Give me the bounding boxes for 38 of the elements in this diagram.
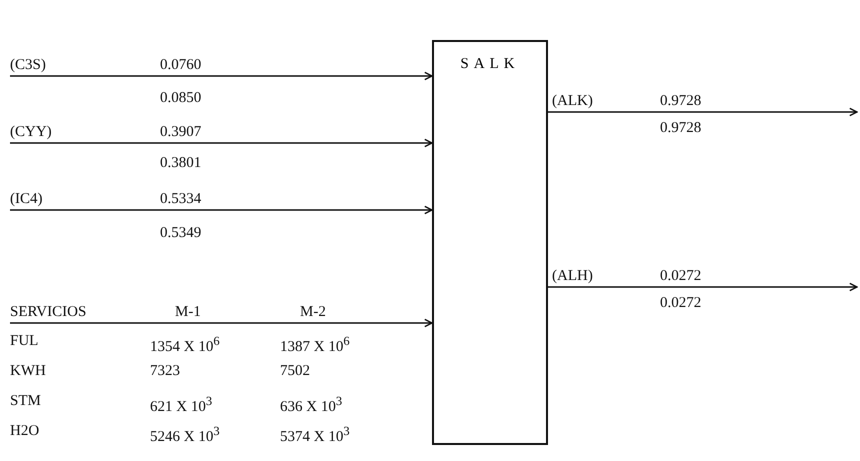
stream-label: (C3S): [10, 57, 46, 76]
stream-label: (CYY): [10, 124, 52, 143]
table-cell: 636 X 10$^{3}$: [280, 393, 342, 416]
table-cell: H2O: [10, 423, 40, 440]
unit-name: SALK: [459, 56, 521, 73]
stream-value: 0.3801: [160, 155, 202, 172]
table-cell: FUL: [10, 333, 38, 350]
table-cell: KWH: [10, 363, 46, 380]
table-cell: 1387 X 10$^{6}$: [280, 333, 350, 356]
table-cell: 621 X 10$^{3}$: [150, 393, 212, 416]
stream-value: (ALH): [552, 268, 593, 285]
stream-value: 0.9728: [660, 120, 702, 137]
table-cell: STM: [10, 393, 41, 410]
table-cell: 7502: [280, 363, 310, 380]
stream-value: 0.3907: [160, 124, 202, 141]
arrow: [548, 108, 858, 116]
table-cell: M-2: [300, 304, 326, 321]
stream-label: SERVICIOS: [10, 304, 86, 323]
arrow: [10, 138, 433, 148]
stream-value: 0.0760: [160, 57, 202, 74]
stream-value: 0.0850: [160, 90, 202, 107]
stream-value: 0.5349: [160, 225, 202, 242]
stream-value: 0.0272: [660, 295, 702, 312]
table-cell: 7323: [150, 363, 180, 380]
table-cell: 5374 X 10$^{3}$: [280, 423, 350, 446]
table-cell: 5246 X 10$^{3}$: [150, 423, 220, 446]
stream-value: 0.5334: [160, 191, 202, 208]
table-cell: M-1: [175, 304, 201, 321]
stream-label: (IC4): [10, 191, 42, 210]
arrow: [10, 318, 433, 328]
arrow: [10, 72, 433, 80]
process-box: [432, 40, 548, 445]
stream-value: 0.9728: [660, 93, 702, 110]
arrow: [548, 282, 858, 292]
table-cell: 1354 X 10$^{6}$: [150, 333, 220, 356]
arrow: [10, 206, 433, 214]
stream-value: 0.0272: [660, 268, 702, 285]
stream-value: (ALK): [552, 93, 593, 110]
